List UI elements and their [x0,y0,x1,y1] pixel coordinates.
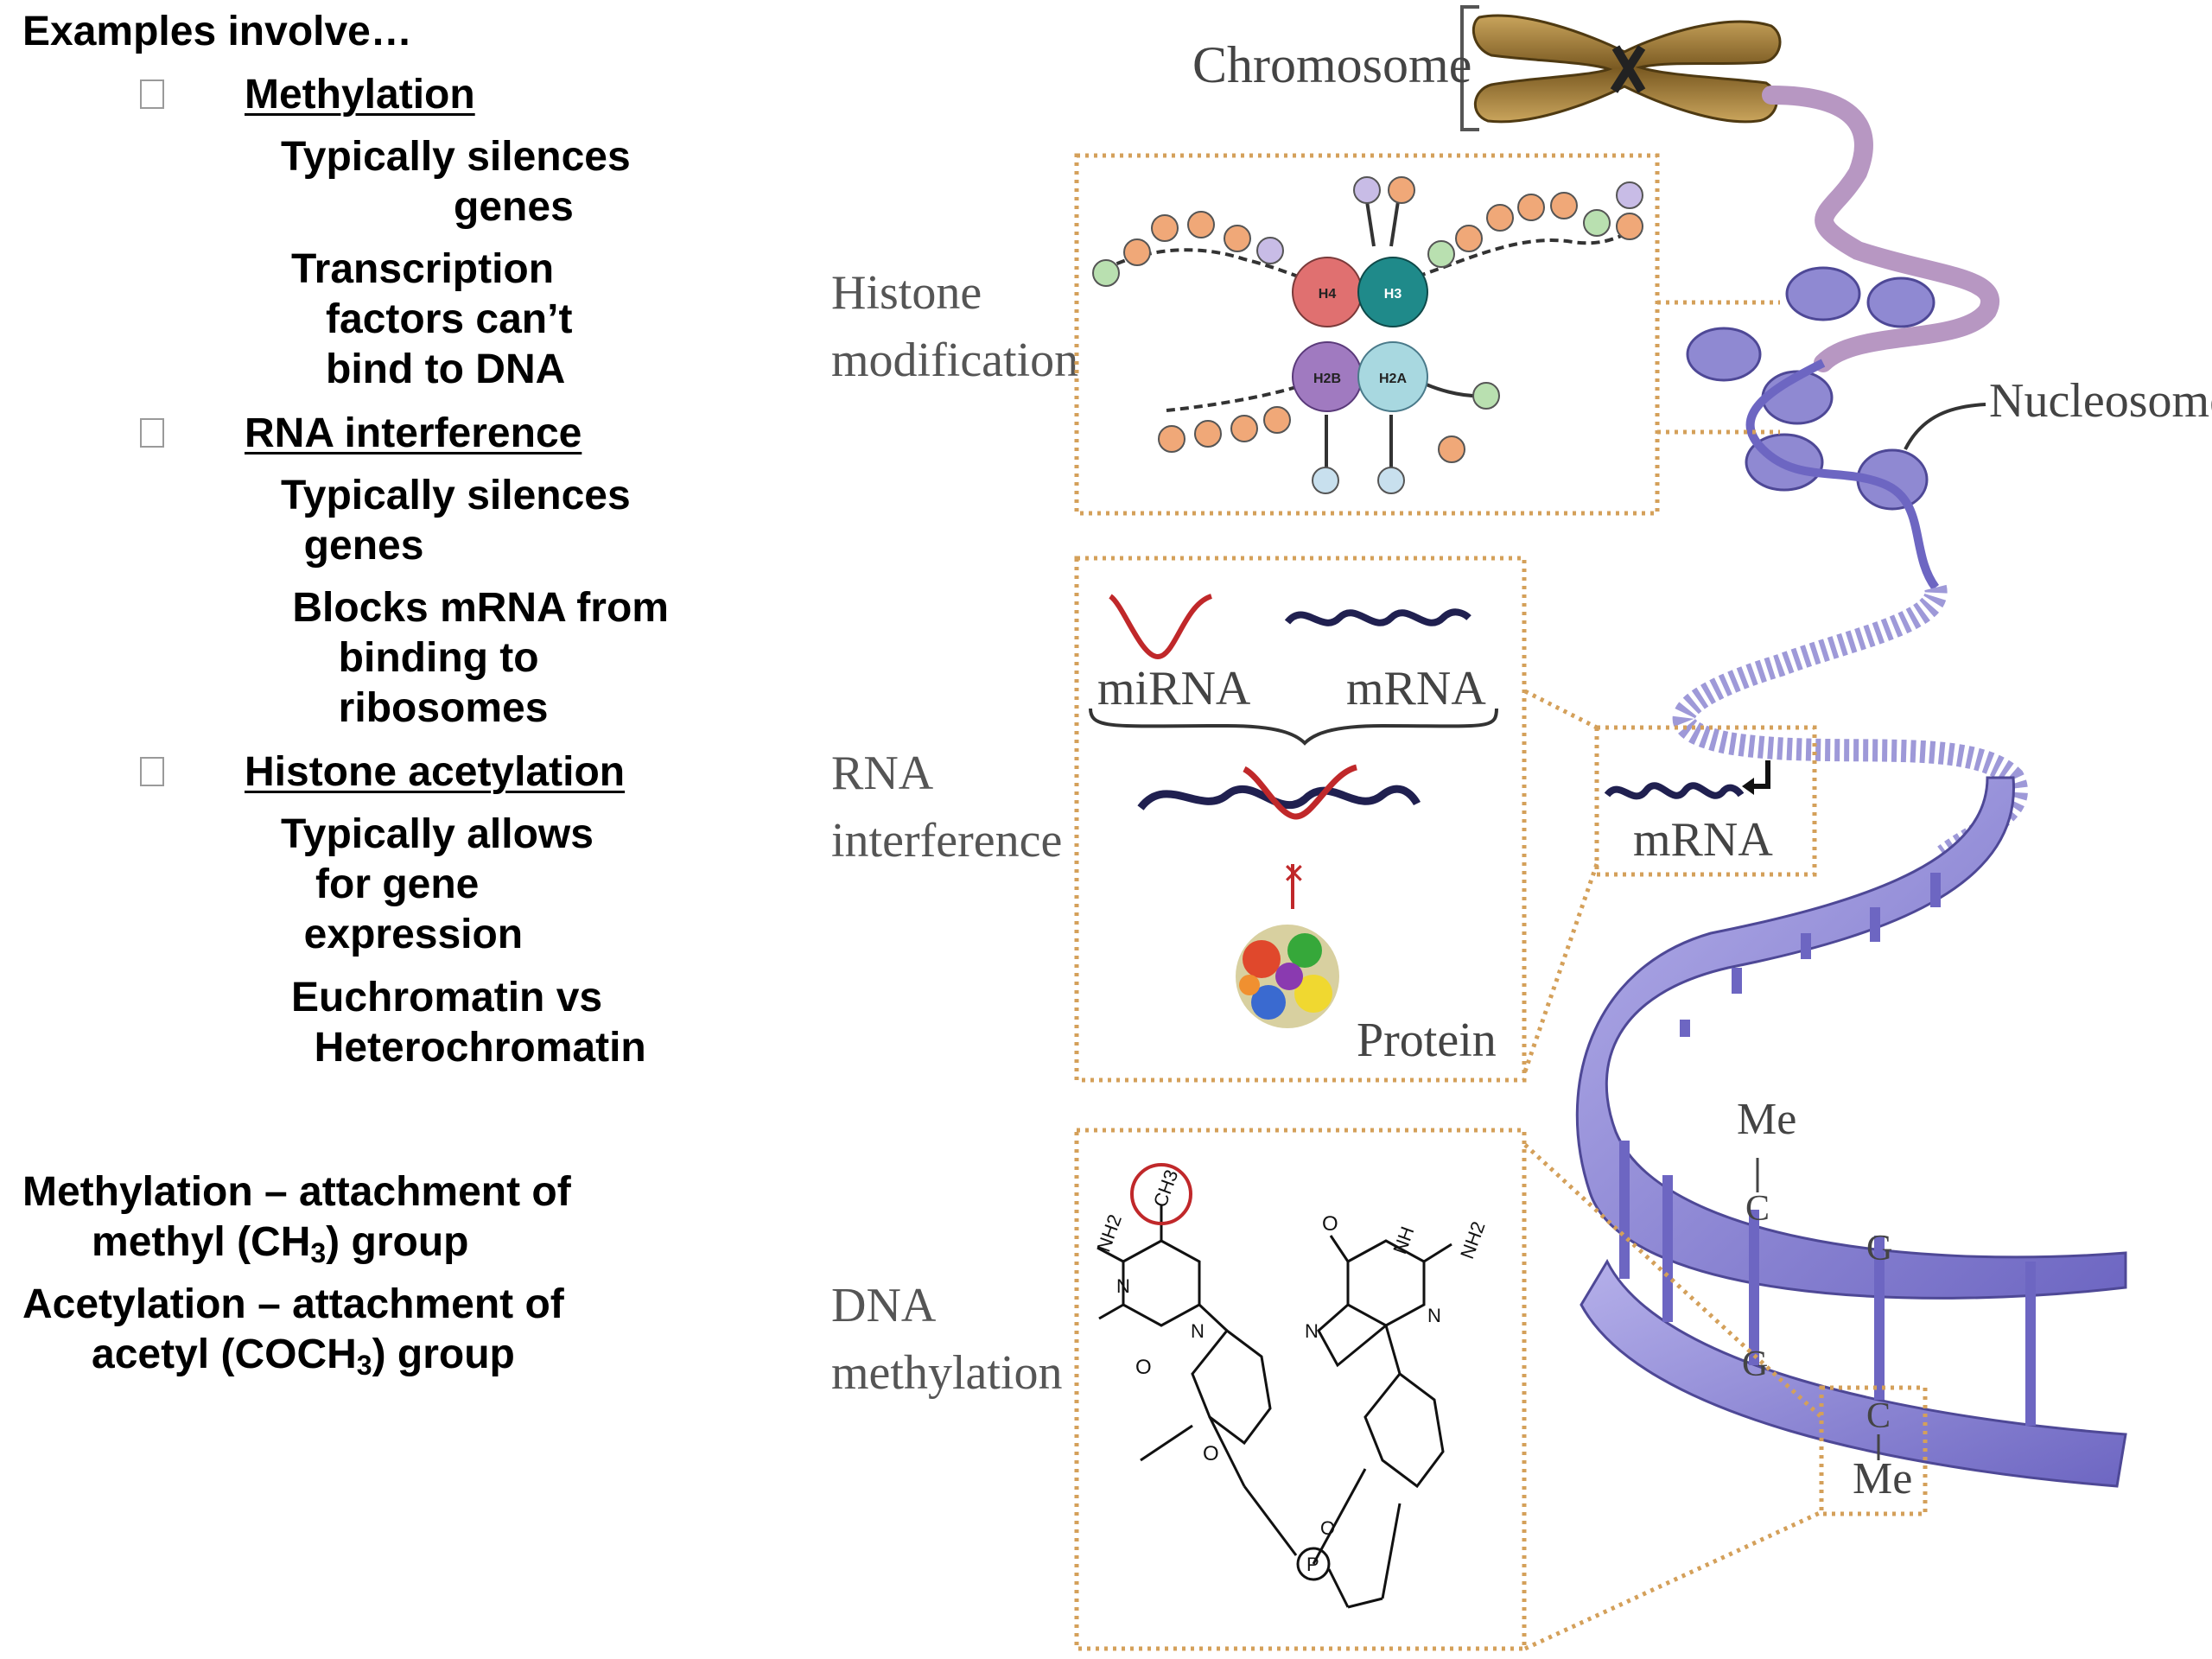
mrna-side-icon [1604,782,1745,800]
ch3-circle [1130,1163,1192,1225]
histone-octamer [1292,257,1428,412]
item-note: Typically silences genes [281,473,631,569]
protein-label: Protein [1357,1014,1497,1067]
mrna-side-label: mRNA [1633,813,1773,867]
definition-acetylation: Acetylation – attachment of acetyl (COCH… [22,1281,564,1381]
block-x-icon: ✕ [1282,858,1306,889]
heading: Examples involve… [22,9,412,54]
n-label: N [1305,1320,1319,1342]
chromosome-label: Chromosome [1192,36,1471,93]
protein-icon [1236,925,1339,1028]
histone-modification-label: Histone modification [831,266,1079,387]
p-label: P [1306,1554,1319,1575]
dna-ribbon [1575,776,2127,1488]
base-c-top: C [1745,1189,1770,1229]
mirna-strand-icon [1109,594,1213,660]
o-label: O [1322,1212,1338,1236]
guanine-structure [1312,1235,1452,1599]
histone-tails [1103,189,1643,475]
transcription-arrowhead-icon [1742,778,1754,795]
base-c-bottom: C [1866,1396,1891,1436]
nucleosome-label: Nucleosome [1989,374,2212,428]
chromosome-bracket [1460,5,1479,131]
chromosome-icon [1471,14,1782,124]
rna-duplex-mrna [1137,785,1421,810]
o-label: O [1320,1517,1335,1539]
nh2-label-a: NH2 [1092,1211,1126,1255]
bullet-box-1 [140,79,164,109]
n-label: N [1191,1320,1205,1342]
item-note: Euchromatin vs Heterochromatin [291,975,646,1071]
h3-label: H3 [1384,287,1402,302]
nh2-label-b: NH2 [1456,1218,1490,1262]
item-title-methylation: Methylation [245,72,475,118]
rna-interference-label: RNA interference [831,747,1063,868]
n-label: N [1427,1305,1441,1326]
definition-methylation: Methylation – attachment of methyl (CH3)… [22,1169,571,1268]
item-title-histone-acetylation: Histone acetylation [245,749,626,795]
item-note: Transcription factors can’t bind to DNA [291,246,573,392]
phosphate-group [1243,1485,1383,1609]
rna-interference-box [1074,556,1527,1083]
transcription-arrow-icon [1751,760,1770,789]
bullet-box-2 [140,418,164,448]
h2a-label: H2A [1379,372,1407,386]
chromatin-fiber [1762,86,1999,372]
ch3-label: CH3 [1149,1166,1183,1210]
base-g-bottom: G [1742,1344,1768,1384]
item-title-rna-interference: RNA interference [245,410,582,456]
n-label: N [1116,1275,1130,1297]
mrna-strand-icon [1284,608,1471,626]
h2b-label: H2B [1313,372,1341,386]
h4-label: H4 [1319,287,1337,302]
linker-dna [1745,359,1940,590]
nh-label: NH [1389,1224,1418,1256]
histone-marker-dots [1092,176,1643,494]
histone-box [1074,153,1660,516]
me-top-label: Me [1737,1095,1796,1144]
brace [1089,708,1498,746]
o-label: O [1135,1356,1152,1379]
bullet-box-3 [140,757,164,786]
methyl-site-box [1819,1385,1928,1516]
item-note: Typically allows for gene expression [281,811,594,957]
rna-duplex-mirna [1243,764,1358,820]
me-bottom-label: Me [1853,1454,1912,1503]
nucleosome-pointer [1904,403,1986,450]
mirna-label: miRNA [1097,662,1251,715]
dna-methylation-label: DNA methylation [831,1279,1063,1400]
cytosine-structure [1096,1205,1272,1487]
item-note: Typically silences genes [281,134,631,230]
item-note: Blocks mRNA from binding to ribosomes [292,585,669,731]
o-label: O [1203,1442,1219,1465]
base-g-top: G [1866,1229,1892,1268]
mrna-label: mRNA [1346,662,1486,715]
